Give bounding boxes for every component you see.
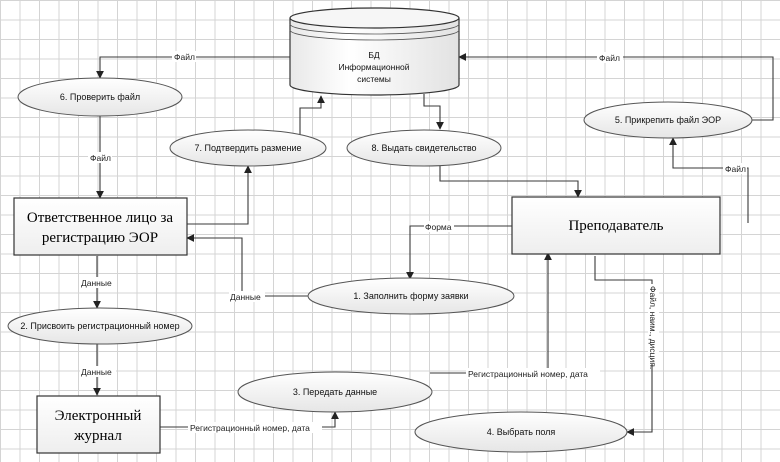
label-data-application: Данные (230, 292, 261, 302)
database-label-line3: системы (357, 74, 391, 84)
edge-teacher-to-select-fields (594, 256, 653, 436)
edge-labels: Файл Файл Файл Файл Форма Данные Данные … (80, 51, 747, 433)
process-issue-certificate: 8. Выдать свидетельство (346, 129, 502, 167)
process-assign-regnum: 2. Присвоить регистрационный номер (7, 307, 193, 345)
edge-certificate-to-teacher (439, 166, 582, 198)
label-data-to-journal: Данные (81, 367, 112, 377)
process-attach-file: 5. Прикрепить файл ЭОР (583, 101, 753, 139)
process-check-file: 6. Проверить файл (17, 77, 183, 117)
process-select-fields-label: 4. Выбрать поля (487, 427, 556, 437)
process-transfer-data-label: 3. Передать данные (293, 387, 377, 397)
label-regnum-to-transfer: Регистрационный номер, дата (190, 423, 310, 433)
database-label-line2: Информационной (338, 62, 409, 72)
database-cylinder: БД Информационной системы (289, 7, 460, 96)
process-fill-application-label: 1. Заполнить форму заявки (353, 291, 468, 301)
process-transfer-data: 3. Передать данные (237, 371, 433, 413)
actor-teacher: Преподаватель (511, 196, 721, 255)
process-confirm-placement-label: 7. Подтвердить размение (195, 143, 302, 153)
process-confirm-placement: 7. Подтвердить размение (169, 129, 327, 167)
process-fill-application: 1. Заполнить форму заявки (307, 277, 515, 315)
database-label-line1: БД (368, 50, 380, 60)
label-file-name-discipline: Файл, наим., дисцип. (648, 286, 658, 369)
label-data-to-regnum: Данные (81, 278, 112, 288)
label-file-attach-to-db: Файл (599, 53, 620, 63)
edge-confirm-to-db (299, 95, 325, 140)
process-check-file-label: 6. Проверить файл (60, 92, 140, 102)
label-regnum-to-teacher: Регистрационный номер, дата (468, 369, 588, 379)
actor-responsible-person: Ответственное лицо за регистрацию ЭОР (13, 197, 188, 256)
label-file-check-to-responsible: Файл (90, 153, 111, 163)
edge-teacher-to-application (406, 225, 512, 280)
process-select-fields: 4. Выбрать поля (414, 411, 628, 453)
actor-electronic-journal: Электронный журнал (36, 395, 161, 454)
actor-responsible-line1: Ответственное лицо за (27, 210, 174, 226)
actor-journal-line1: Электронный (55, 408, 142, 424)
label-form: Форма (425, 222, 452, 232)
process-attach-file-label: 5. Прикрепить файл ЭОР (615, 115, 721, 125)
edge-teacher-to-attach (669, 137, 749, 223)
edge-responsible-to-confirm (187, 165, 252, 225)
actor-responsible-line2: регистрацию ЭОР (42, 230, 158, 246)
edge-application-to-responsible (186, 234, 310, 297)
edge-db-to-check-file (96, 56, 290, 79)
edge-db-to-certificate (423, 94, 444, 130)
label-file-teacher-to-attach: Файл (725, 164, 746, 174)
actor-teacher-label: Преподаватель (568, 218, 663, 234)
process-issue-certificate-label: 8. Выдать свидетельство (371, 143, 476, 153)
actor-journal-line2: журнал (73, 428, 122, 444)
label-file-db-to-check: Файл (174, 52, 195, 62)
process-assign-regnum-label: 2. Присвоить регистрационный номер (20, 321, 179, 331)
